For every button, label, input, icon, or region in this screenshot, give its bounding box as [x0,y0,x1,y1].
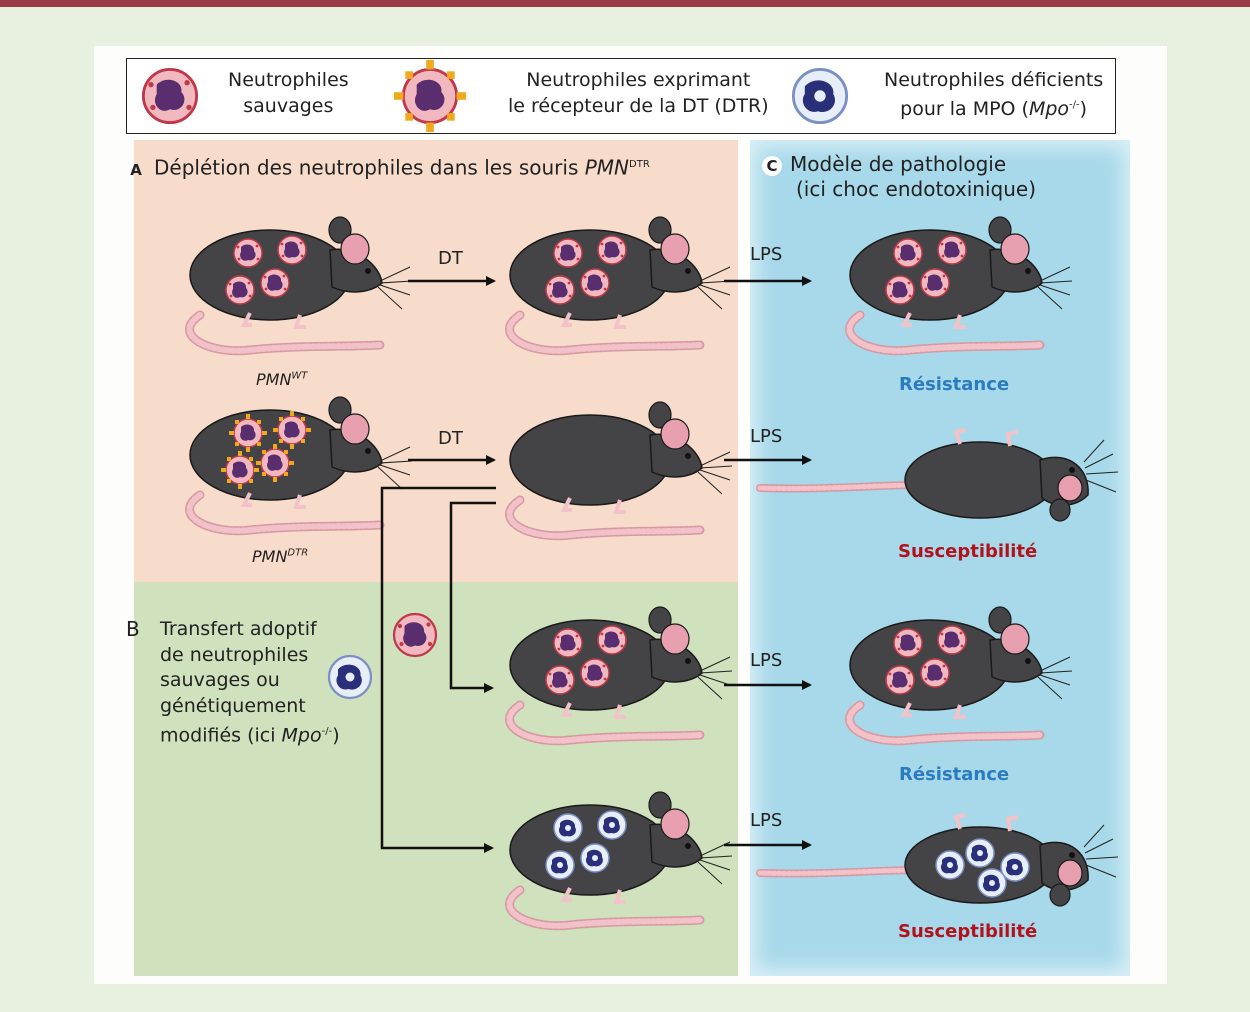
legend-box [126,58,1116,134]
mouse-dtr-before [190,397,412,531]
legend-mpo-line2: pour la MPO (Mpo-/-) [900,98,1088,121]
mouse-transfer-mpo [510,792,732,926]
outcome-susceptibility-1: Susceptibilité [898,541,1038,562]
legend-wild-type-label: Neutrophiles sauvages [228,67,349,119]
outcome-susceptibility-2: Susceptibilité [898,921,1038,942]
legend-wild-type-line2: sauvages [243,95,334,117]
legend-wild-type-cell-icon [141,67,199,125]
mouse-dtr-susceptible [760,430,1118,521]
mouse-wt-resistance [850,217,1072,351]
mouse-transfer-mpo-susceptible [760,815,1118,906]
section-b-letter: B [126,617,140,641]
outcome-resistance-2: Résistance [899,764,1010,785]
arrow-label-dt-1: DT [438,248,463,269]
section-b-text: Transfert adoptif de neutrophiles sauvag… [160,618,340,747]
arrow-label-dt-2: DT [438,428,463,449]
mouse-dtr-depleted [510,402,732,536]
legend-dtr-label: Neutrophiles exprimant le récepteur de l… [508,67,769,119]
zone-a-depletion [134,140,738,582]
flow-arrows [380,276,812,853]
outcome-resistance-1: Résistance [899,374,1010,395]
legend-mpo-cell-icon [791,67,849,125]
genotype-wt-label: PMNWT [256,370,308,389]
arrow-label-lps-4: LPS [750,810,783,831]
arrow-label-lps-2: LPS [750,426,783,447]
transfer-wt-cell-icon [392,612,438,658]
arrow-label-lps-1: LPS [750,244,783,265]
legend-wild-type-line1: Neutrophiles [228,69,349,91]
mouse-wt-after-dt [510,217,732,351]
section-c-letter: C [762,156,782,176]
legend-mpo-line1: Neutrophiles déficients [884,69,1104,91]
mouse-transfer-wt-resistance [850,607,1072,741]
legend-mpo-label: Neutrophiles déficients pour la MPO (Mpo… [884,67,1103,122]
section-a-letter: A [130,160,142,179]
arrow-label-lps-3: LPS [750,650,783,671]
legend-dtr-line1: Neutrophiles exprimant [526,69,751,91]
legend-dtr-line2: le récepteur de la DT (DTR) [508,95,769,117]
mouse-wt-before [190,217,412,351]
legend-dtr-cell-icon [392,58,468,134]
mouse-transfer-wt [510,607,732,741]
genotype-dtr-label: PMNDTR [252,547,309,566]
transfer-mpo-cell-icon [327,654,373,700]
top-color-bar [0,0,1250,7]
